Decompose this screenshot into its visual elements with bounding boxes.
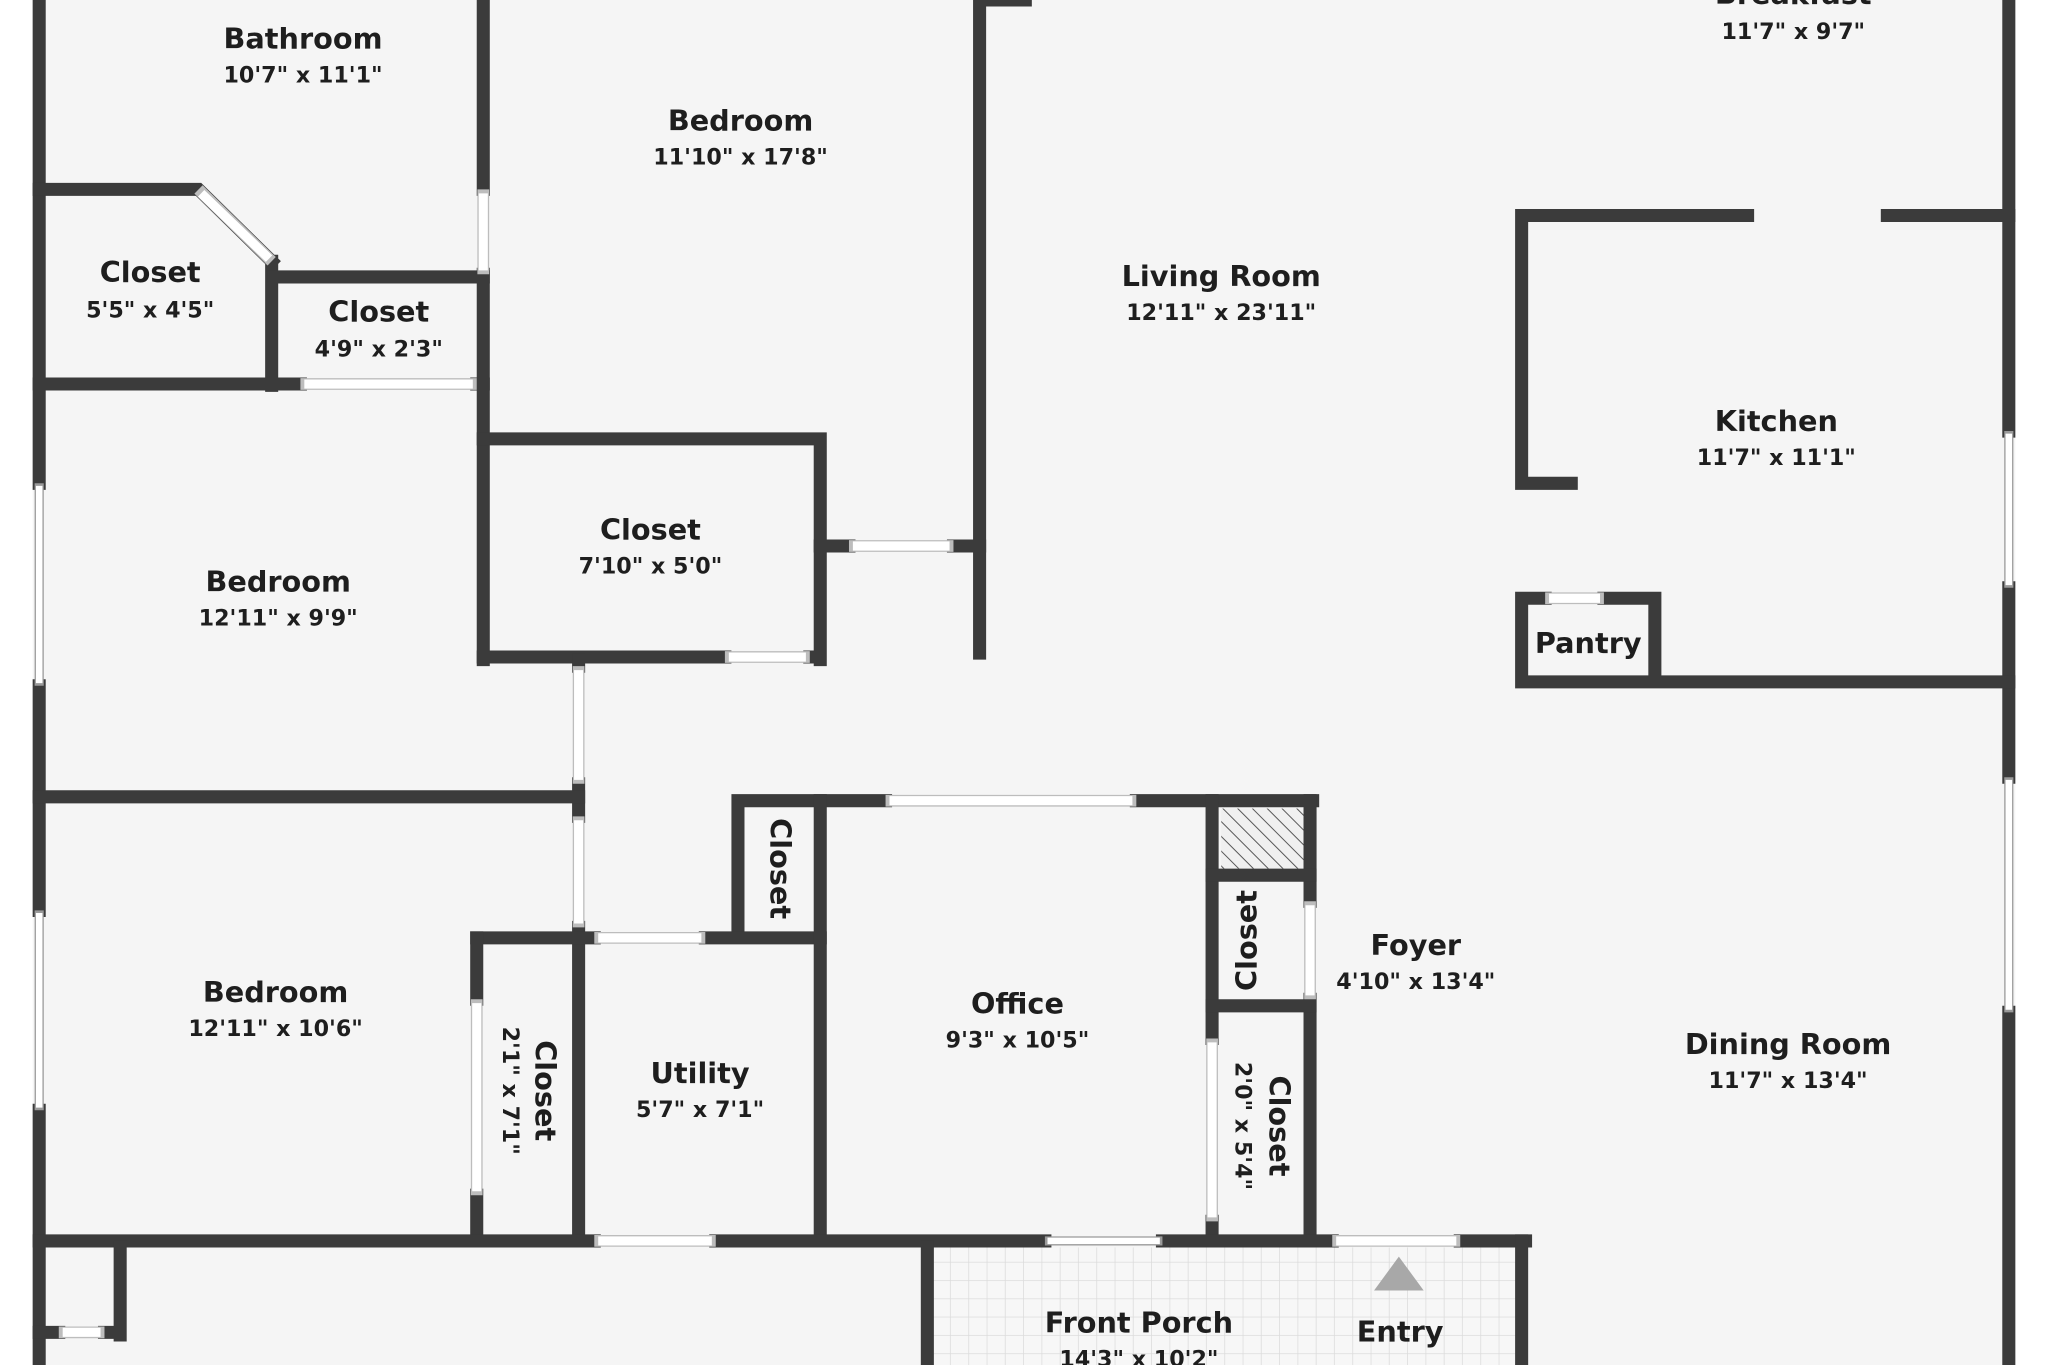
- outside-right: [2015, 0, 2048, 1365]
- room-name: Bathroom: [224, 21, 383, 55]
- room-name: Office: [971, 987, 1064, 1021]
- room-dims: 2'1" x 7'1": [497, 1027, 523, 1155]
- hatched-chase: [1221, 808, 1305, 869]
- room-name: Closet: [529, 1040, 563, 1141]
- room-name: Dining Room: [1685, 1027, 1891, 1061]
- room-dims: 12'11" x 10'6": [188, 1016, 363, 1042]
- entry-arrow-icon: [1374, 1256, 1424, 1291]
- room-dims: 5'7" x 7'1": [636, 1097, 764, 1123]
- room-name: Closet: [1229, 890, 1263, 991]
- room-name: Kitchen: [1715, 404, 1838, 438]
- room-name: Bedroom: [203, 975, 348, 1009]
- room-dims: 11'7" x 9'7": [1721, 19, 1865, 45]
- room-name: Pantry: [1535, 626, 1642, 660]
- room-name: Utility: [651, 1056, 750, 1090]
- doors: [58, 185, 1604, 1339]
- porch-tiles: [932, 1247, 1521, 1365]
- room-name: Front Porch: [1045, 1305, 1233, 1339]
- room-name: Entry: [1357, 1314, 1444, 1348]
- room-dims: 5'5" x 4'5": [86, 297, 214, 323]
- walls: [32, 0, 2016, 1365]
- room-name: Closet: [600, 512, 701, 546]
- room-dims: 11'7" x 11'1": [1697, 445, 1856, 471]
- room-dims: 4'10" x 13'4": [1336, 969, 1495, 995]
- room-name: Closet: [328, 294, 429, 328]
- room-name: Bedroom: [205, 565, 350, 599]
- room-name: Living Room: [1122, 259, 1321, 293]
- windows: [34, 431, 2014, 1246]
- room-dims: 2'0" x 5'4": [1230, 1062, 1256, 1190]
- room-dims: 10'7" x 11'1": [223, 62, 382, 88]
- room-name: Closet: [100, 255, 201, 289]
- outside-left: [0, 0, 33, 1365]
- room-dims: 12'11" x 23'11": [1126, 300, 1316, 326]
- room-dims: 12'11" x 9'9": [199, 606, 358, 632]
- room-name: Breakfast: [1715, 0, 1872, 11]
- room-dims: 11'7" x 13'4": [1709, 1068, 1868, 1094]
- room-name: Closet: [764, 818, 798, 919]
- room-labels: Bathroom 10'7" x 11'1" Bedroom 11'10" x …: [86, 0, 1891, 1365]
- room-dims: 7'10" x 5'0": [579, 553, 723, 579]
- room-dims: 11'10" x 17'8": [653, 145, 828, 171]
- room-dims: 14'3" x 10'2": [1059, 1346, 1218, 1365]
- room-dims: 9'3" x 10'5": [946, 1028, 1090, 1054]
- room-name: Bedroom: [668, 104, 813, 138]
- room-name: Closet: [1263, 1075, 1297, 1176]
- room-name: Foyer: [1371, 928, 1462, 962]
- room-dims: 4'9" x 2'3": [315, 337, 443, 363]
